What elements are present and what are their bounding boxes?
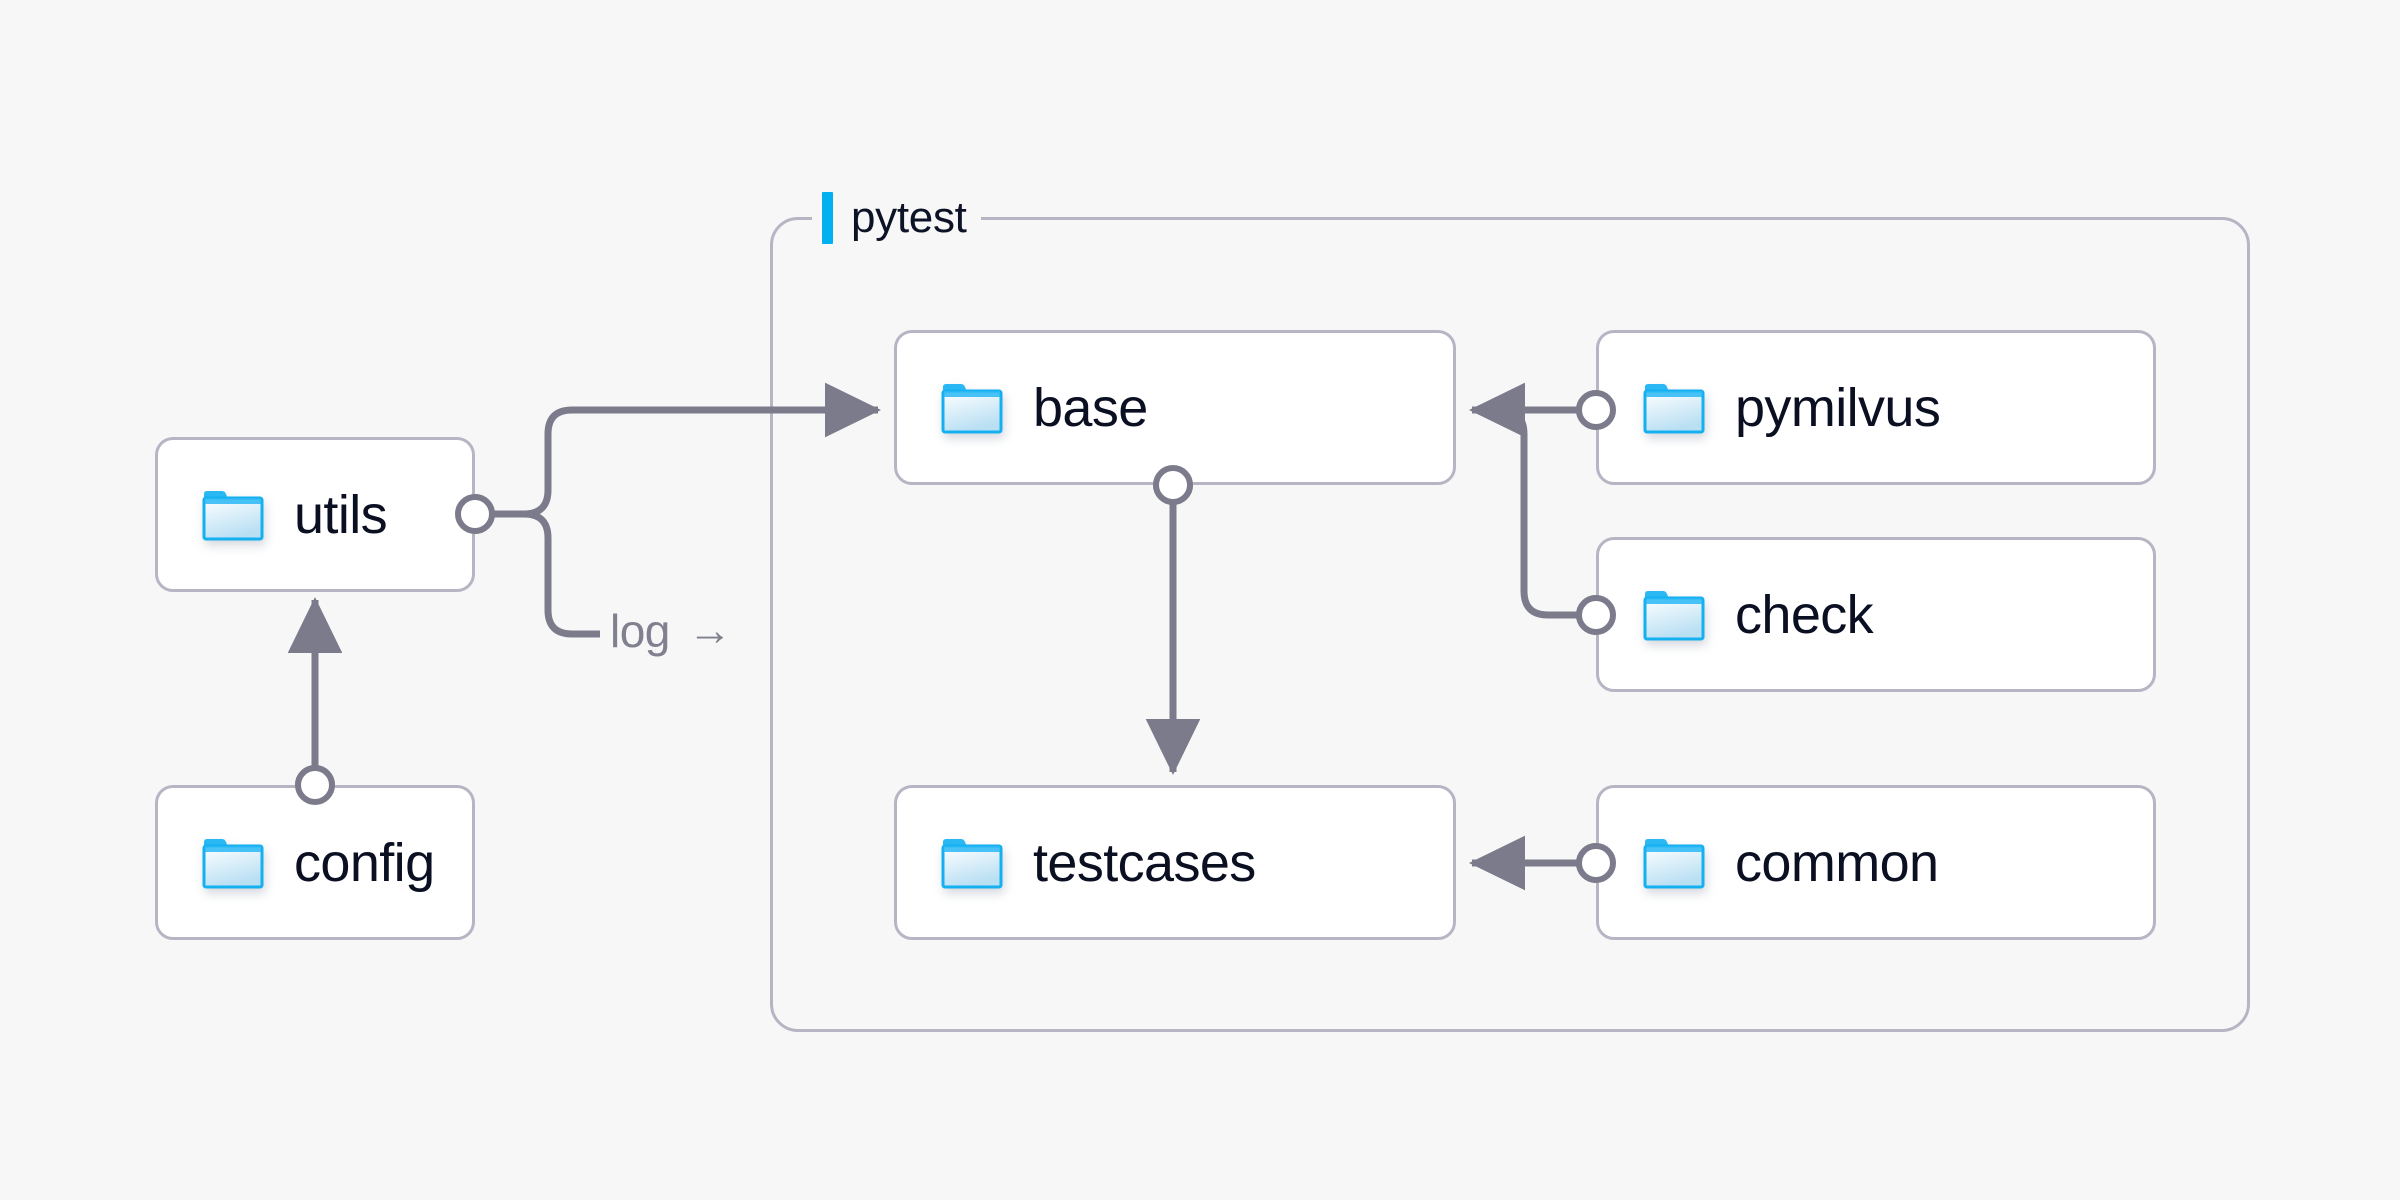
node-config[interactable]: config — [155, 785, 475, 940]
folder-icon — [1643, 837, 1705, 889]
folder-icon — [202, 837, 264, 889]
node-label: common — [1735, 832, 1939, 893]
node-base[interactable]: base — [894, 330, 1456, 485]
node-label: testcases — [1033, 832, 1256, 893]
folder-icon — [941, 382, 1003, 434]
group-container-pytest — [770, 217, 2250, 1032]
edge-label-log: log → — [604, 608, 738, 654]
group-label-text: pytest — [851, 193, 967, 242]
node-utils[interactable]: utils — [155, 437, 475, 592]
node-testcases[interactable]: testcases — [894, 785, 1456, 940]
folder-icon — [1643, 589, 1705, 641]
node-label: check — [1735, 584, 1874, 645]
node-label: base — [1033, 377, 1148, 438]
folder-icon — [941, 837, 1003, 889]
node-label: pymilvus — [1735, 377, 1941, 438]
edge-utils-to-log — [455, 494, 600, 638]
node-common[interactable]: common — [1596, 785, 2156, 940]
accent-bar-icon — [822, 192, 833, 244]
node-label: utils — [294, 484, 388, 545]
edge-config-to-utils — [287, 597, 343, 805]
node-label: config — [294, 832, 435, 893]
node-pymilvus[interactable]: pymilvus — [1596, 330, 2156, 485]
group-label-pytest: pytest — [812, 186, 981, 250]
node-check[interactable]: check — [1596, 537, 2156, 692]
folder-icon — [1643, 382, 1705, 434]
arrow-right-icon: → — [687, 606, 732, 655]
edge-label-log-text: log — [610, 605, 670, 657]
folder-icon — [202, 489, 264, 541]
